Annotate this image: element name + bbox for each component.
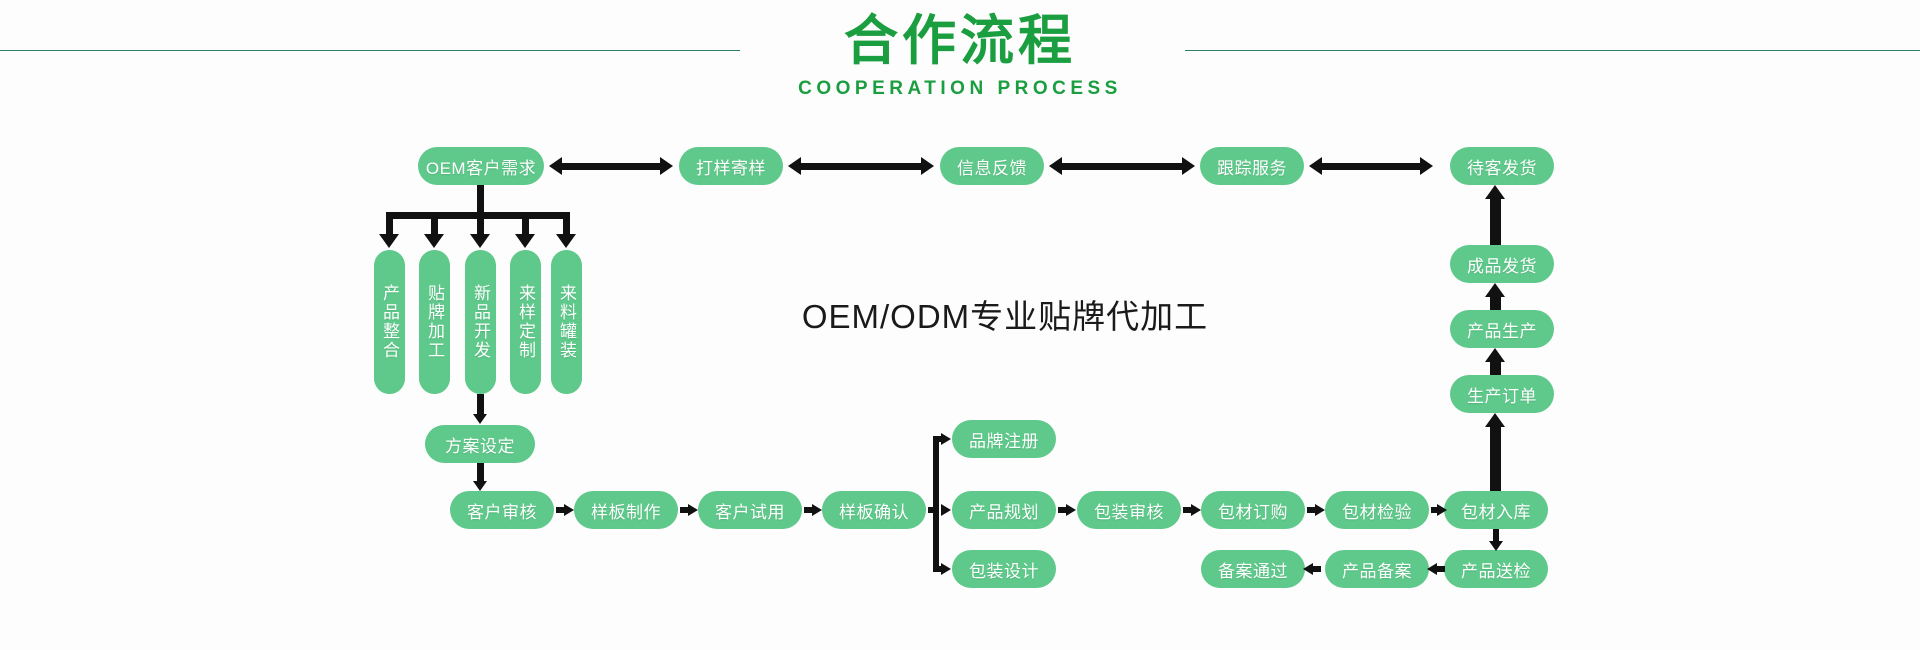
node-product-filing[interactable]: 产品备案: [1325, 550, 1429, 588]
node-customer-trial[interactable]: 客户试用: [698, 491, 802, 529]
node-product-planning[interactable]: 产品规划: [952, 491, 1056, 529]
node-material-order[interactable]: 包材订购: [1201, 491, 1305, 529]
node-await-shipment[interactable]: 待客发货: [1450, 147, 1554, 185]
node-material-filling[interactable]: 来料罐装: [551, 250, 582, 394]
node-filing-passed[interactable]: 备案通过: [1201, 550, 1305, 588]
page-subtitle: COOPERATION PROCESS: [798, 78, 1122, 99]
page-title: 合作流程: [844, 11, 1076, 71]
node-customer-review[interactable]: 客户审核: [450, 491, 554, 529]
node-sample-confirm[interactable]: 样板确认: [822, 491, 926, 529]
node-finished-shipment[interactable]: 成品发货: [1450, 245, 1554, 283]
node-production-order[interactable]: 生产订单: [1450, 375, 1554, 413]
page-header: 合作流程 COOPERATION PROCESS: [0, 0, 1920, 120]
node-brand-registration[interactable]: 品牌注册: [952, 420, 1056, 458]
node-tracking[interactable]: 跟踪服务: [1200, 147, 1304, 185]
node-sample-making[interactable]: 样板制作: [574, 491, 678, 529]
node-sample-custom[interactable]: 来样定制: [510, 250, 541, 394]
node-product-integration[interactable]: 产品整合: [374, 250, 405, 394]
node-material-storage[interactable]: 包材入库: [1444, 491, 1548, 529]
centre-headline: OEM/ODM专业贴牌代加工: [801, 298, 1209, 335]
node-package-design[interactable]: 包装设计: [952, 550, 1056, 588]
node-material-inspect[interactable]: 包材检验: [1325, 491, 1429, 529]
node-sampling[interactable]: 打样寄样: [679, 147, 783, 185]
node-plan-setting[interactable]: 方案设定: [425, 425, 535, 463]
node-product-testing[interactable]: 产品送检: [1444, 550, 1548, 588]
node-production[interactable]: 产品生产: [1450, 310, 1554, 348]
node-feedback[interactable]: 信息反馈: [940, 147, 1044, 185]
header-rule-left: [0, 50, 740, 51]
node-oem-processing[interactable]: 贴牌加工: [419, 250, 450, 394]
node-oem-demand[interactable]: OEM客户需求: [418, 147, 544, 185]
node-package-review[interactable]: 包装审核: [1077, 491, 1181, 529]
node-new-product-dev[interactable]: 新品开发: [465, 250, 496, 394]
header-rule-right: [1185, 50, 1920, 51]
